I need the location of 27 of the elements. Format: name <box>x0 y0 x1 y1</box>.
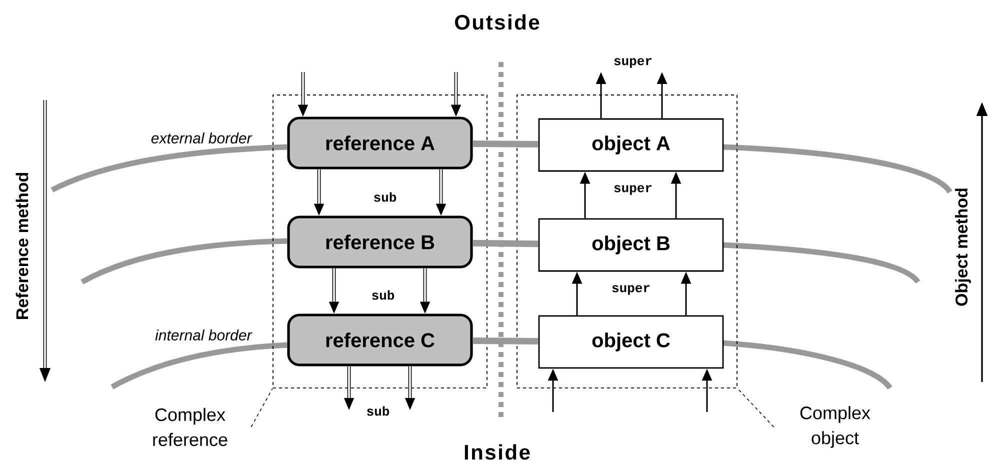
group-caption: Complex object <box>800 406 870 448</box>
reference-box: reference A <box>287 116 473 170</box>
big-heading: Inside <box>464 444 530 460</box>
axis-label: Reference method <box>16 172 28 319</box>
border-line <box>472 337 538 344</box>
axis-label: Object method <box>955 188 971 306</box>
reference-box: reference B <box>287 216 473 268</box>
dashed-group-box <box>272 94 488 388</box>
arrow-label: sub <box>367 406 390 416</box>
reference-box: reference C <box>287 314 473 366</box>
object-box: object C <box>538 315 724 369</box>
arrow-label: super <box>614 185 652 195</box>
border-label: external border <box>151 132 252 144</box>
object-box: object B <box>538 218 724 272</box>
dashed-group-box <box>516 94 738 388</box>
border-line <box>472 240 538 248</box>
arrow-label: sub <box>372 290 394 300</box>
border-label: internal border <box>155 329 252 340</box>
border-line <box>472 140 538 148</box>
arrow-label: super <box>614 58 652 68</box>
arrow-label: super <box>612 285 650 295</box>
leader-line <box>737 388 774 428</box>
object-box: object A <box>538 118 724 172</box>
leader-line <box>250 388 273 428</box>
group-caption: Complex reference <box>153 408 228 446</box>
big-heading: Outside <box>455 14 540 30</box>
arrow-label: sub <box>374 192 396 202</box>
